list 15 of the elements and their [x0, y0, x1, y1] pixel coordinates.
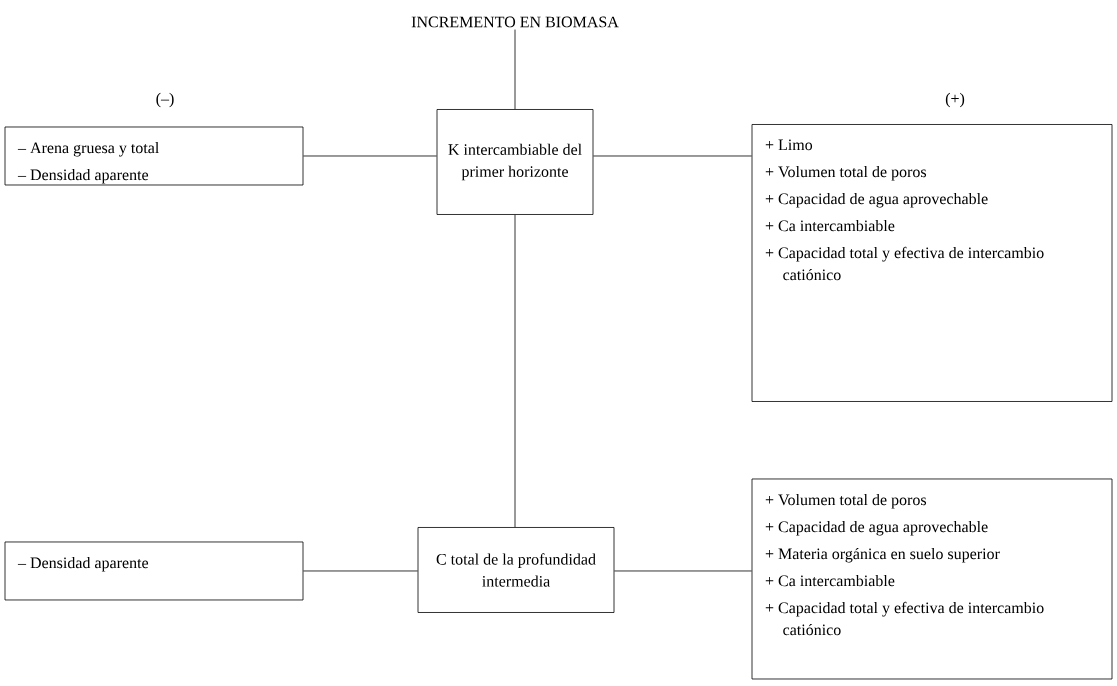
text-box: K intercambiable del primer horizonte: [436, 109, 594, 215]
list-box: – Arena gruesa y total – Densidad aparente: [4, 126, 304, 186]
heading-text: INCREMENTO EN BIOMASA: [411, 16, 619, 28]
list-box: + Volumen total de poros + Capacidad de agua aprovechable + Materia orgánica en suelo superior + Ca intercambiable + Capacidad total y efectiva de intercambio catiónico: [751, 478, 1113, 680]
text-box: C total de la profundidad intermedia: [417, 527, 615, 613]
list-box: – Densidad aparente: [4, 541, 304, 601]
sign-label: (–): [156, 92, 174, 108]
connector-line: [514, 29, 516, 110]
connector-line: [303, 570, 418, 572]
list-box: + Limo + Volumen total de poros + Capacidad de agua aprovechable + Ca intercambiable + Capacidad total y efectiva de intercambio catiónico: [751, 124, 1113, 402]
connector-line: [593, 155, 752, 157]
connector-line: [614, 570, 752, 572]
connector-line: [514, 214, 516, 528]
sign-label: (+): [945, 92, 965, 108]
connector-line: [303, 155, 437, 157]
